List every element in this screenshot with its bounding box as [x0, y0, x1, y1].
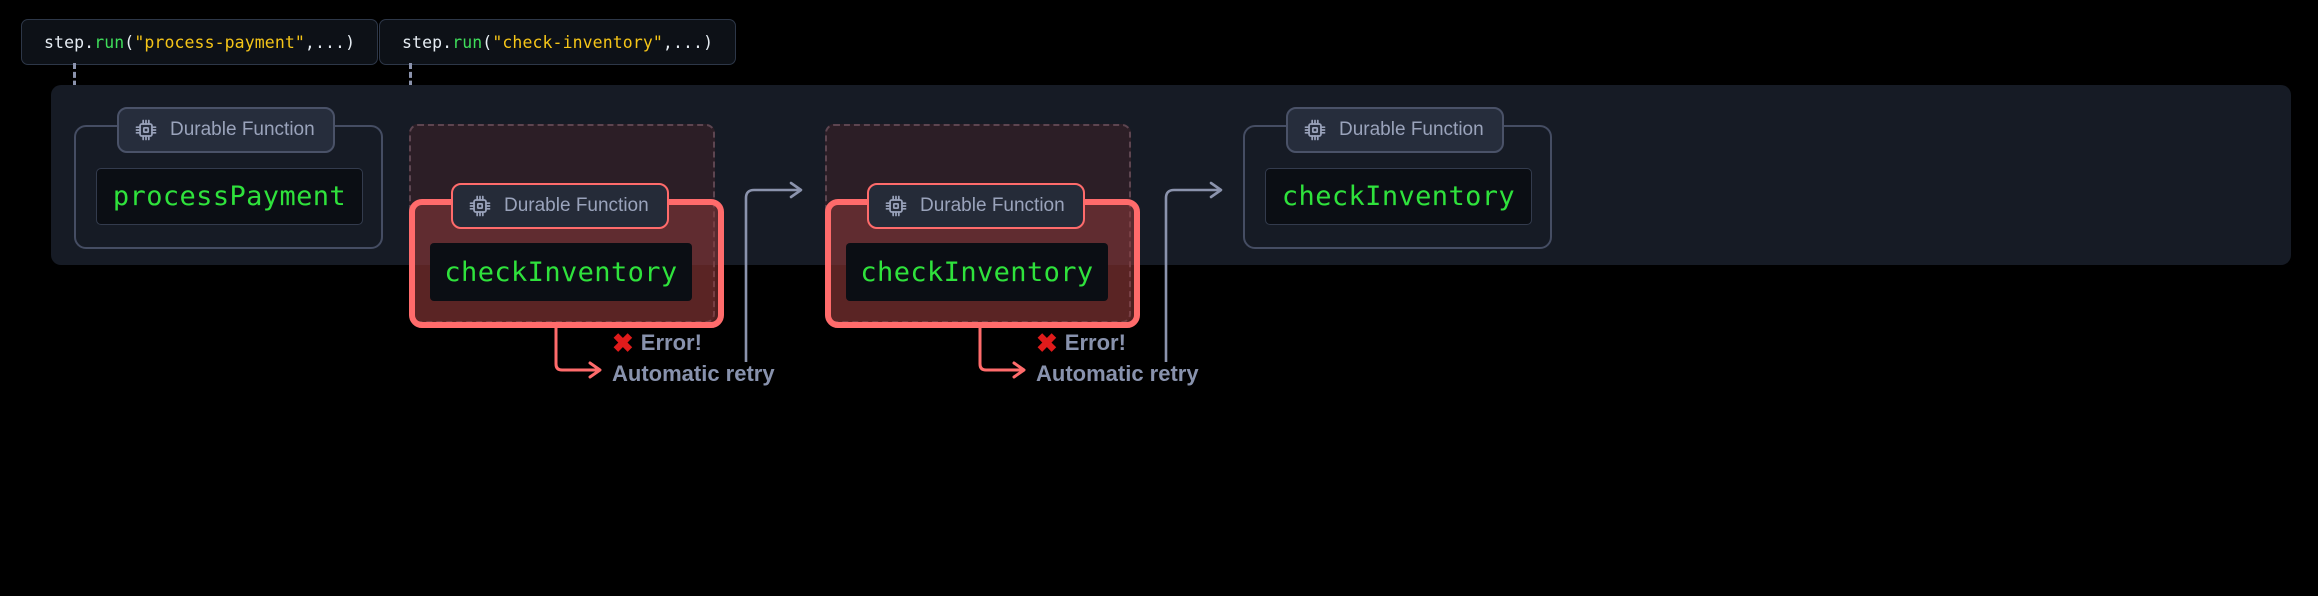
error-label: Error! — [640, 330, 702, 355]
function-name-attempt-2: checkInventory — [846, 243, 1108, 301]
code-token-method: run — [452, 32, 483, 52]
code-token-arg-string: "process-payment" — [134, 32, 305, 52]
retry-arrow-1 — [554, 326, 602, 379]
automatic-retry-label: Automatic retry — [1036, 361, 1199, 386]
code-callout-check-inventory: step.run("check-inventory", ...) — [379, 19, 737, 65]
chip-icon — [885, 195, 907, 217]
code-callout-process-payment: step.run("process-payment", ...) — [21, 19, 379, 65]
code-token-object: step — [402, 32, 443, 52]
error-x-icon: ✖ — [612, 328, 634, 358]
error-line: ✖ Error! — [612, 330, 775, 356]
error-line: ✖ Error! — [1036, 330, 1199, 356]
code-token-open-paren: ( — [482, 32, 493, 52]
retry-return-arrow-1 — [744, 181, 803, 362]
chip-icon — [135, 119, 157, 141]
code-token-arg-string: "check-inventory" — [492, 32, 663, 52]
code-token-open-paren: ( — [124, 32, 135, 52]
code-token-close-paren: ) — [703, 32, 714, 52]
chip-icon — [1304, 119, 1326, 141]
code-token-comma: , — [304, 32, 315, 52]
durable-function-badge-attempt-1: Durable Function — [451, 183, 669, 229]
error-label: Error! — [1064, 330, 1126, 355]
durable-function-badge-label: Durable Function — [1339, 119, 1484, 140]
code-token-object: step — [44, 32, 85, 52]
function-name-check-inventory-success: checkInventory — [1265, 168, 1532, 225]
durable-function-badge-label: Durable Function — [504, 195, 649, 216]
code-token-dot: . — [442, 32, 453, 52]
durable-function-badge-check-inventory-success: Durable Function — [1286, 107, 1504, 153]
durable-function-badge-label: Durable Function — [920, 195, 1065, 216]
code-token-close-paren: ) — [345, 32, 356, 52]
durable-function-badge-process-payment: Durable Function — [117, 107, 335, 153]
durable-function-badge-label: Durable Function — [170, 119, 315, 140]
code-token-rest: ... — [672, 32, 704, 52]
error-annotation-2: ✖ Error! Automatic retry — [1036, 330, 1199, 387]
error-x-icon: ✖ — [1036, 328, 1058, 358]
function-name-process-payment: processPayment — [96, 168, 363, 225]
code-token-method: run — [94, 32, 125, 52]
retry-arrow-2 — [978, 326, 1026, 379]
chip-icon — [469, 195, 491, 217]
durable-function-badge-attempt-2: Durable Function — [867, 183, 1085, 229]
code-token-rest: ... — [314, 32, 346, 52]
function-name-attempt-1: checkInventory — [430, 243, 692, 301]
automatic-retry-label: Automatic retry — [612, 361, 775, 386]
error-annotation-1: ✖ Error! Automatic retry — [612, 330, 775, 387]
code-token-dot: . — [84, 32, 95, 52]
code-token-comma: , — [662, 32, 673, 52]
retry-return-arrow-2 — [1164, 181, 1223, 362]
